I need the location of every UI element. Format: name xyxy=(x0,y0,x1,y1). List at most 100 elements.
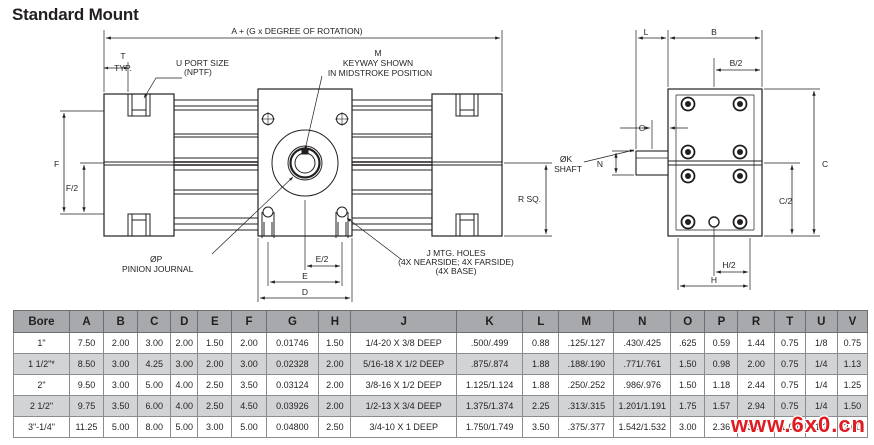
table-cell: 5.00 xyxy=(103,416,139,438)
shaft-label-1: ØK xyxy=(560,154,573,164)
table-cell: 3.00 xyxy=(137,332,172,354)
header-cell: F xyxy=(231,310,267,333)
table-cell: 2.44 xyxy=(737,374,775,396)
table-cell: 2.00 xyxy=(170,332,199,354)
table-cell: 4.25 xyxy=(137,353,172,375)
holes-label-2: (4X NEARSIDE; 4X FARSIDE) xyxy=(398,257,514,267)
table-cell: 1/2-13 X 3/4 DEEP xyxy=(350,395,457,417)
table-cell: 8.50 xyxy=(68,353,105,375)
table-cell: 2.00 xyxy=(103,332,139,354)
table-cell: 2.00 xyxy=(318,395,352,417)
dim-r-label: R SQ. xyxy=(518,194,541,204)
table-cell: 11.25 xyxy=(68,416,105,438)
side-view xyxy=(583,30,820,290)
header-cell: G xyxy=(265,310,320,333)
table-cell: 2" xyxy=(13,374,70,396)
table-cell: 1.125/1.124 xyxy=(455,374,524,396)
m-label: M xyxy=(374,48,381,58)
table-cell: 2.50 xyxy=(197,395,233,417)
table-cell: 2.36 xyxy=(704,416,739,438)
header-cell: B xyxy=(103,310,139,333)
pinion-label-2: PINION JOURNAL xyxy=(122,264,194,274)
table-cell: 3.00 xyxy=(670,416,706,438)
table-cell: 1" xyxy=(13,332,70,354)
watermark: www.6x0.cn xyxy=(730,412,866,437)
dim-h2-label: H/2 xyxy=(722,260,736,270)
table-cell: 1.50 xyxy=(197,332,233,354)
table-cell: 4.00 xyxy=(170,374,199,396)
table-cell: 3/8-16 X 1/2 DEEP xyxy=(350,374,457,396)
table-cell: 1.75 xyxy=(670,395,706,417)
table-cell: 2.25 xyxy=(522,395,560,417)
header-cell: O xyxy=(670,310,706,333)
technical-drawing: A + (G x DEGREE OF ROTATION) T TYP. U PO… xyxy=(54,26,828,302)
table-cell: 1/4 xyxy=(804,353,838,375)
header-cell: T xyxy=(773,310,806,333)
table-cell: 0.02328 xyxy=(265,353,320,375)
table-row: 2" 9.50 3.00 5.00 4.00 2.50 3.50 0.03124… xyxy=(13,374,869,396)
table-cell: .875/.874 xyxy=(455,353,524,375)
table-cell: .250/.252 xyxy=(558,374,615,396)
header-cell: R xyxy=(737,310,775,333)
dim-f-label: F xyxy=(54,159,59,169)
table-cell: 0.75 xyxy=(773,353,806,375)
table-cell: .625 xyxy=(670,332,706,354)
table-cell: 1.375/1.374 xyxy=(455,395,524,417)
table-cell: 9.50 xyxy=(68,374,105,396)
table-header-row: Bore A B C D E F G H J K L M N O P R T U… xyxy=(13,310,869,333)
table-cell: 1/8 xyxy=(804,332,838,354)
table-cell: .430/.425 xyxy=(613,332,672,354)
table-cell: 2 1/2" xyxy=(13,395,70,417)
table-cell: .125/.127 xyxy=(558,332,615,354)
header-cell: V xyxy=(836,310,869,333)
dim-n-label: N xyxy=(597,159,603,169)
table-cell: 0.75 xyxy=(773,374,806,396)
dimensions-table: Bore A B C D E F G H J K L M N O P R T U… xyxy=(13,310,869,438)
table-cell: .986/.976 xyxy=(613,374,672,396)
table-cell: 2.00 xyxy=(231,332,267,354)
dim-o-label: O xyxy=(639,123,646,133)
table-cell: 1.50 xyxy=(670,353,706,375)
table-row: 1" 7.50 2.00 3.00 2.00 1.50 2.00 0.01746… xyxy=(13,332,869,354)
table-cell: 1.88 xyxy=(522,353,560,375)
header-cell: U xyxy=(804,310,838,333)
dim-t-typ-label: TYP. xyxy=(114,63,132,73)
keyway-label-1: KEYWAY SHOWN xyxy=(343,58,413,68)
header-cell: J xyxy=(350,310,457,333)
table-cell: 2.50 xyxy=(197,374,233,396)
table-cell: 0.01746 xyxy=(265,332,320,354)
header-cell: L xyxy=(522,310,560,333)
table-cell: 3.00 xyxy=(231,353,267,375)
table-row: 1 1/2"* 8.50 3.00 4.25 3.00 2.00 3.00 0.… xyxy=(13,353,869,375)
table-cell: 1.542/1.532 xyxy=(613,416,672,438)
dim-e-label: E xyxy=(302,271,308,281)
table-cell: .500/.499 xyxy=(455,332,524,354)
table-cell: 2.00 xyxy=(737,353,775,375)
table-cell: 9.75 xyxy=(68,395,105,417)
dim-c2-label: C/2 xyxy=(779,196,793,206)
dim-c-label: C xyxy=(822,159,828,169)
header-cell: C xyxy=(137,310,172,333)
table-cell: 5.00 xyxy=(231,416,267,438)
table-cell: 1.50 xyxy=(836,395,869,417)
pinion-label-1: ØP xyxy=(150,254,163,264)
header-cell: H xyxy=(318,310,352,333)
table-cell: 0.88 xyxy=(522,332,560,354)
table-cell: 4.00 xyxy=(170,395,199,417)
table-cell: 0.03124 xyxy=(265,374,320,396)
keyway-label-2: IN MIDSTROKE POSITION xyxy=(328,68,432,78)
dim-e2-label: E/2 xyxy=(316,254,329,264)
table-cell: 1.750/1.749 xyxy=(455,416,524,438)
table-cell: .188/.190 xyxy=(558,353,615,375)
header-cell: E xyxy=(197,310,233,333)
table-cell: 2.00 xyxy=(197,353,233,375)
table-cell: 3/4-10 X 1 DEEP xyxy=(350,416,457,438)
header-cell: M xyxy=(558,310,615,333)
header-cell: Bore xyxy=(13,310,70,333)
dim-a-label: A + (G x DEGREE OF ROTATION) xyxy=(231,26,362,36)
table-cell: 2.00 xyxy=(318,374,352,396)
table-cell: 6.00 xyxy=(137,395,172,417)
table-cell: 3.50 xyxy=(103,395,139,417)
table-cell: 1.88 xyxy=(522,374,560,396)
header-cell: A xyxy=(68,310,105,333)
